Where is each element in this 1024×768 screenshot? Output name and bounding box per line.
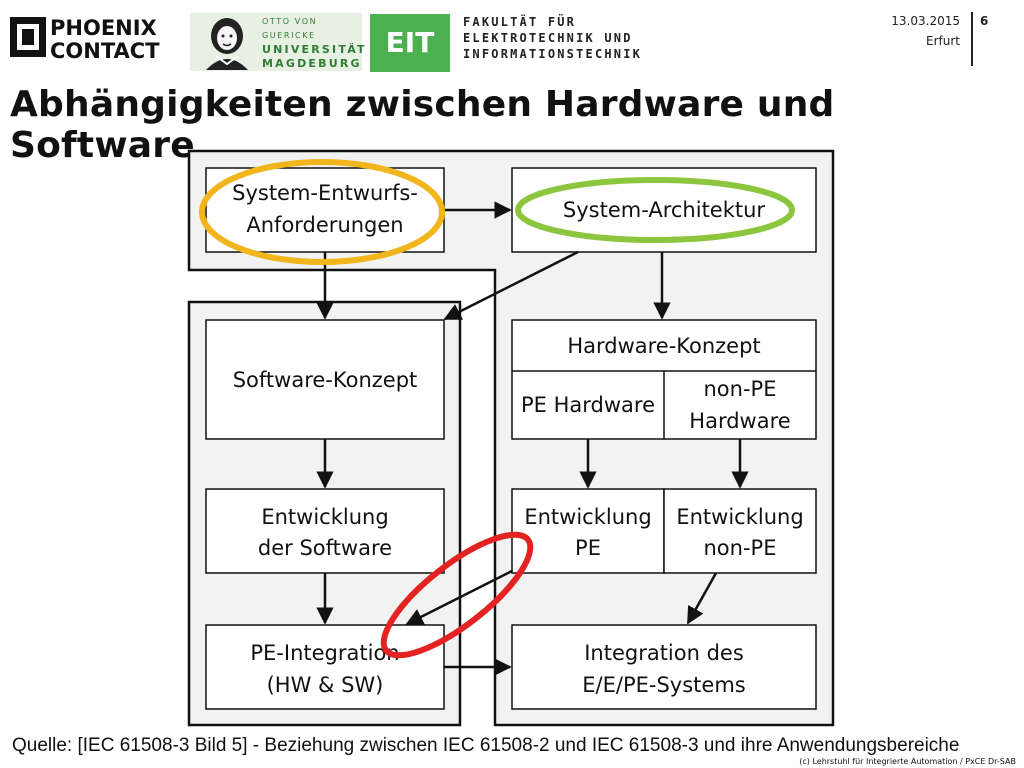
univ-line1: OTTO VON GUERICKE	[262, 17, 318, 40]
brand-line1: PHOENIX	[50, 16, 157, 40]
copyright-notice: (c) Lehrstuhl für Integrierte Automation…	[799, 757, 1016, 766]
nonpe-development-label-2: non-PE	[704, 536, 777, 560]
nonpe-hardware-label-1: non-PE	[704, 377, 777, 401]
arrow-arch-to-sw-concept	[443, 250, 579, 321]
system-integration-box	[511, 624, 817, 710]
pe-development-label-2: PE	[575, 536, 601, 560]
nonpe-development-label-1: Entwicklung	[676, 505, 803, 529]
faculty-line2: ELEKTROTECHNIK UND	[463, 31, 633, 45]
univ-line3: MAGDEBURG	[262, 57, 362, 70]
arrow-pe-dev-to-pe-integration	[405, 569, 513, 626]
hardware-concept-label: Hardware-Konzept	[567, 334, 760, 358]
green-highlight-ellipse	[515, 177, 795, 243]
software-concept-box	[205, 319, 445, 440]
red-highlight-ellipse	[380, 531, 534, 659]
system-region	[187, 149, 835, 727]
software-development-label-1: Entwicklung	[261, 505, 388, 529]
software-development-label-2: der Software	[258, 536, 392, 560]
pe-hardware-label: PE Hardware	[521, 393, 655, 417]
pe-development-box	[511, 488, 665, 574]
pe-integration-label-1: PE-Integration	[250, 641, 399, 665]
system-integration-label-1: Integration des	[584, 641, 744, 665]
software-concept-label: Software-Konzept	[233, 368, 418, 392]
pe-integration-label-2: (HW & SW)	[267, 673, 384, 697]
pe-development-label-1: Entwicklung	[524, 505, 651, 529]
source-citation: Quelle: [IEC 61508-3 Bild 5] - Beziehung…	[12, 735, 960, 756]
system-requirements-label-1: System-Entwurfs-	[232, 181, 418, 205]
pe-integration-box	[205, 624, 445, 710]
system-integration-label-2: E/E/PE-Systems	[582, 673, 745, 697]
software-development-box	[205, 488, 445, 574]
arrow-nonpe-dev-to-system-integration	[686, 572, 718, 625]
eit-logo: EIT	[370, 14, 450, 72]
slide-location: Erfurt	[926, 34, 960, 48]
phoenix-contact-logo: PHOENIX CONTACT	[10, 16, 160, 61]
system-requirements-label-2: Anforderungen	[246, 213, 403, 237]
guericke-portrait-icon	[206, 18, 248, 70]
brand-line2: CONTACT	[50, 39, 160, 61]
nonpe-development-box	[663, 488, 817, 574]
faculty-line3: INFORMATIONSTECHNIK	[463, 47, 643, 61]
faculty-line1: FAKULTÄT FÜR	[463, 15, 577, 29]
university-name: OTTO VON GUERICKE UNIVERSITÄT MAGDEBURG	[262, 15, 367, 71]
slide-number: 6	[980, 14, 989, 28]
nonpe-hardware-label-2: Hardware	[689, 409, 790, 433]
system-architecture-label: System-Architektur	[563, 198, 766, 222]
faculty-name: FAKULTÄT FÜR ELEKTROTECHNIK UND INFORMAT…	[463, 14, 642, 62]
yellow-highlight-ellipse	[199, 159, 445, 265]
slide-title: Abhängigkeiten zwischen Hardware und Sof…	[10, 84, 835, 166]
univ-line2: UNIVERSITÄT	[262, 43, 367, 56]
system-requirements-box	[205, 167, 445, 253]
header-divider	[971, 12, 973, 66]
slide-date: 13.03.2015	[891, 14, 960, 28]
